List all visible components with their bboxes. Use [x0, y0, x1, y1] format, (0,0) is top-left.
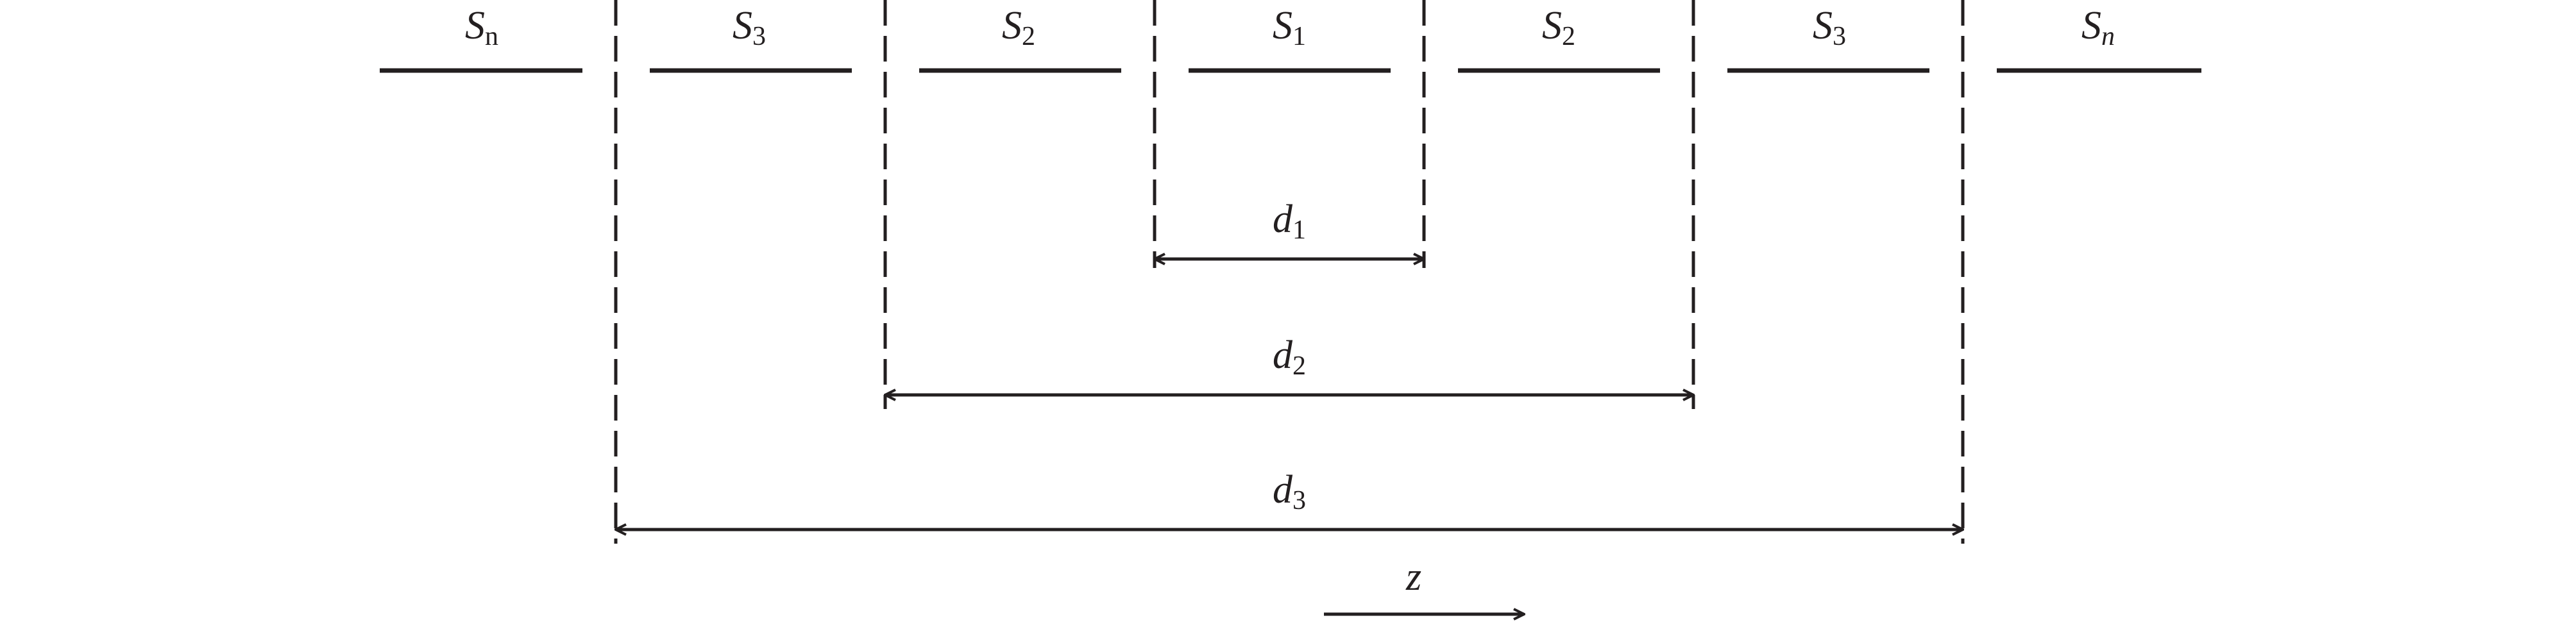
section-label-s3-left: S3	[733, 4, 766, 51]
dimension-label-d2: d2	[1273, 333, 1306, 381]
dimension-label-d1: d1	[1273, 197, 1306, 245]
section-label-s1: S1	[1273, 4, 1306, 51]
dimension-label-d3: d3	[1273, 468, 1306, 515]
section-label-sn-left: Sn	[465, 4, 498, 51]
section-label-s3-right: S3	[1813, 4, 1846, 51]
propagation-axis-label: z	[1405, 555, 1421, 599]
section-label-s2-right: S2	[1542, 4, 1575, 51]
section-label-sn-right: Sn	[2081, 4, 2115, 51]
section-label-s2-left: S2	[1002, 4, 1035, 51]
